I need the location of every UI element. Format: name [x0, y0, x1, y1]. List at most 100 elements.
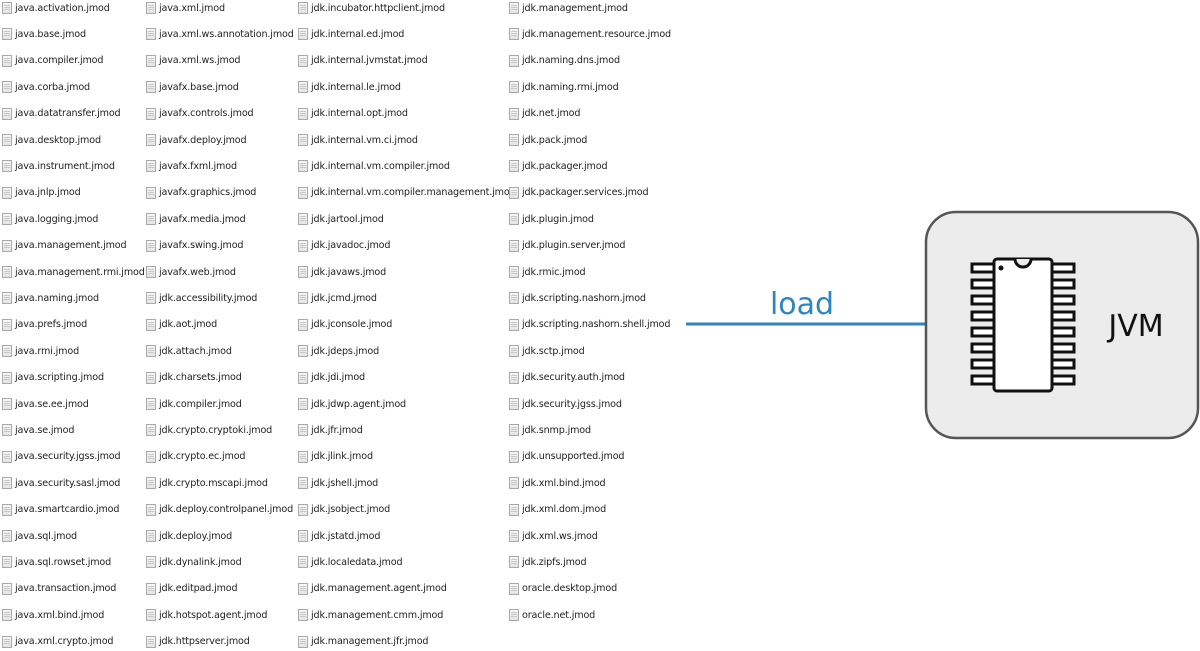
file-item[interactable]: java.naming.jmod — [2, 289, 99, 307]
file-item[interactable]: javafx.fxml.jmod — [146, 157, 237, 175]
file-item[interactable]: jdk.deploy.controlpanel.jmod — [146, 501, 293, 519]
file-item[interactable]: javafx.controls.jmod — [146, 105, 254, 123]
file-item[interactable]: javafx.media.jmod — [146, 210, 246, 228]
file-item[interactable]: jdk.management.jfr.jmod — [298, 633, 429, 651]
file-item[interactable]: java.management.jmod — [2, 237, 127, 255]
file-item[interactable]: jdk.jdeps.jmod — [298, 342, 379, 360]
file-item[interactable]: java.transaction.jmod — [2, 580, 116, 598]
file-item[interactable]: jdk.jconsole.jmod — [298, 316, 392, 334]
file-item[interactable]: jdk.hotspot.agent.jmod — [146, 606, 267, 624]
file-item[interactable]: jdk.jlink.jmod — [298, 448, 373, 466]
file-item[interactable]: jdk.naming.dns.jmod — [509, 52, 620, 70]
file-item[interactable]: java.management.rmi.jmod — [2, 263, 145, 281]
file-item[interactable]: jdk.charsets.jmod — [146, 369, 242, 387]
file-item[interactable]: oracle.net.jmod — [509, 606, 595, 624]
file-item[interactable]: jdk.localedata.jmod — [298, 553, 403, 571]
file-item[interactable]: jdk.naming.rmi.jmod — [509, 78, 619, 96]
file-item[interactable]: jdk.internal.vm.compiler.management.jmod — [298, 184, 516, 202]
file-item[interactable]: jdk.internal.opt.jmod — [298, 105, 408, 123]
file-item[interactable]: jdk.packager.services.jmod — [509, 184, 649, 202]
file-item[interactable]: jdk.accessibility.jmod — [146, 289, 257, 307]
file-item[interactable]: jdk.management.cmm.jmod — [298, 606, 443, 624]
file-item[interactable]: java.datatransfer.jmod — [2, 105, 121, 123]
file-item[interactable]: jdk.deploy.jmod — [146, 527, 232, 545]
file-item[interactable]: jdk.net.jmod — [509, 105, 580, 123]
file-item[interactable]: java.security.jgss.jmod — [2, 448, 121, 466]
file-item[interactable]: javafx.swing.jmod — [146, 237, 244, 255]
file-item[interactable]: java.xml.ws.annotation.jmod — [146, 25, 294, 43]
file-item[interactable]: jdk.management.resource.jmod — [509, 25, 671, 43]
file-item[interactable]: java.sql.jmod — [2, 527, 77, 545]
file-item[interactable]: jdk.incubator.httpclient.jmod — [298, 0, 445, 17]
file-item[interactable]: java.xml.ws.jmod — [146, 52, 241, 70]
file-item[interactable]: java.security.sasl.jmod — [2, 474, 120, 492]
file-item[interactable]: jdk.compiler.jmod — [146, 395, 242, 413]
file-item[interactable]: jdk.editpad.jmod — [146, 580, 238, 598]
file-item[interactable]: jdk.jdi.jmod — [298, 369, 365, 387]
file-item[interactable]: jdk.xml.dom.jmod — [509, 501, 606, 519]
file-item[interactable]: javafx.base.jmod — [146, 78, 239, 96]
file-item[interactable]: jdk.crypto.mscapi.jmod — [146, 474, 268, 492]
file-item[interactable]: jdk.snmp.jmod — [509, 421, 591, 439]
file-item[interactable]: java.desktop.jmod — [2, 131, 101, 149]
file-item[interactable]: java.smartcardio.jmod — [2, 501, 119, 519]
file-item[interactable]: jdk.management.jmod — [509, 0, 628, 17]
file-item[interactable]: jdk.internal.jvmstat.jmod — [298, 52, 428, 70]
file-item[interactable]: java.instrument.jmod — [2, 157, 115, 175]
file-item[interactable]: jdk.jshell.jmod — [298, 474, 378, 492]
file-item[interactable]: jdk.jstatd.jmod — [298, 527, 380, 545]
file-item[interactable]: jdk.aot.jmod — [146, 316, 217, 334]
file-item[interactable]: jdk.javaws.jmod — [298, 263, 386, 281]
file-item[interactable]: javafx.web.jmod — [146, 263, 236, 281]
file-item[interactable]: jdk.security.auth.jmod — [509, 369, 625, 387]
file-item[interactable]: java.prefs.jmod — [2, 316, 87, 334]
file-item[interactable]: java.compiler.jmod — [2, 52, 104, 70]
file-item[interactable]: java.se.ee.jmod — [2, 395, 89, 413]
file-item[interactable]: jdk.crypto.cryptoki.jmod — [146, 421, 272, 439]
file-item[interactable]: jdk.internal.vm.compiler.jmod — [298, 157, 450, 175]
file-item[interactable]: jdk.management.agent.jmod — [298, 580, 447, 598]
file-item[interactable]: javafx.graphics.jmod — [146, 184, 256, 202]
file-item[interactable]: java.xml.bind.jmod — [2, 606, 104, 624]
file-item[interactable]: oracle.desktop.jmod — [509, 580, 617, 598]
file-item[interactable]: jdk.sctp.jmod — [509, 342, 585, 360]
file-item[interactable]: jdk.javadoc.jmod — [298, 237, 390, 255]
file-item[interactable]: jdk.zipfs.jmod — [509, 553, 587, 571]
file-item[interactable]: java.xml.crypto.jmod — [2, 633, 114, 651]
file-item[interactable]: jdk.crypto.ec.jmod — [146, 448, 246, 466]
file-item[interactable]: jdk.internal.ed.jmod — [298, 25, 404, 43]
file-item[interactable]: jdk.httpserver.jmod — [146, 633, 250, 651]
file-item[interactable]: jdk.security.jgss.jmod — [509, 395, 622, 413]
file-item[interactable]: java.jnlp.jmod — [2, 184, 81, 202]
file-item[interactable]: java.logging.jmod — [2, 210, 98, 228]
file-item[interactable]: jdk.xml.bind.jmod — [509, 474, 606, 492]
file-item[interactable]: jdk.rmic.jmod — [509, 263, 586, 281]
file-item[interactable]: java.activation.jmod — [2, 0, 110, 17]
file-icon — [2, 503, 12, 516]
file-item[interactable]: jdk.scripting.nashorn.shell.jmod — [509, 316, 670, 334]
file-item[interactable]: java.base.jmod — [2, 25, 86, 43]
file-item[interactable]: jdk.jsobject.jmod — [298, 501, 390, 519]
file-item[interactable]: jdk.dynalink.jmod — [146, 553, 242, 571]
file-item[interactable]: jdk.plugin.server.jmod — [509, 237, 625, 255]
file-item[interactable]: jdk.scripting.nashorn.jmod — [509, 289, 646, 307]
file-item[interactable]: java.corba.jmod — [2, 78, 90, 96]
file-item[interactable]: jdk.packager.jmod — [509, 157, 608, 175]
file-item[interactable]: java.scripting.jmod — [2, 369, 104, 387]
file-item[interactable]: jdk.internal.le.jmod — [298, 78, 401, 96]
file-item[interactable]: javafx.deploy.jmod — [146, 131, 247, 149]
file-item[interactable]: java.sql.rowset.jmod — [2, 553, 111, 571]
file-item[interactable]: jdk.xml.ws.jmod — [509, 527, 598, 545]
file-item[interactable]: jdk.attach.jmod — [146, 342, 232, 360]
file-item[interactable]: java.xml.jmod — [146, 0, 225, 17]
file-item[interactable]: jdk.jfr.jmod — [298, 421, 363, 439]
file-item[interactable]: java.se.jmod — [2, 421, 74, 439]
file-item[interactable]: java.rmi.jmod — [2, 342, 79, 360]
file-item[interactable]: jdk.jartool.jmod — [298, 210, 384, 228]
file-item[interactable]: jdk.unsupported.jmod — [509, 448, 625, 466]
file-item[interactable]: jdk.jdwp.agent.jmod — [298, 395, 406, 413]
file-item[interactable]: jdk.plugin.jmod — [509, 210, 594, 228]
file-item[interactable]: jdk.internal.vm.ci.jmod — [298, 131, 418, 149]
file-item[interactable]: jdk.pack.jmod — [509, 131, 587, 149]
file-item[interactable]: jdk.jcmd.jmod — [298, 289, 377, 307]
